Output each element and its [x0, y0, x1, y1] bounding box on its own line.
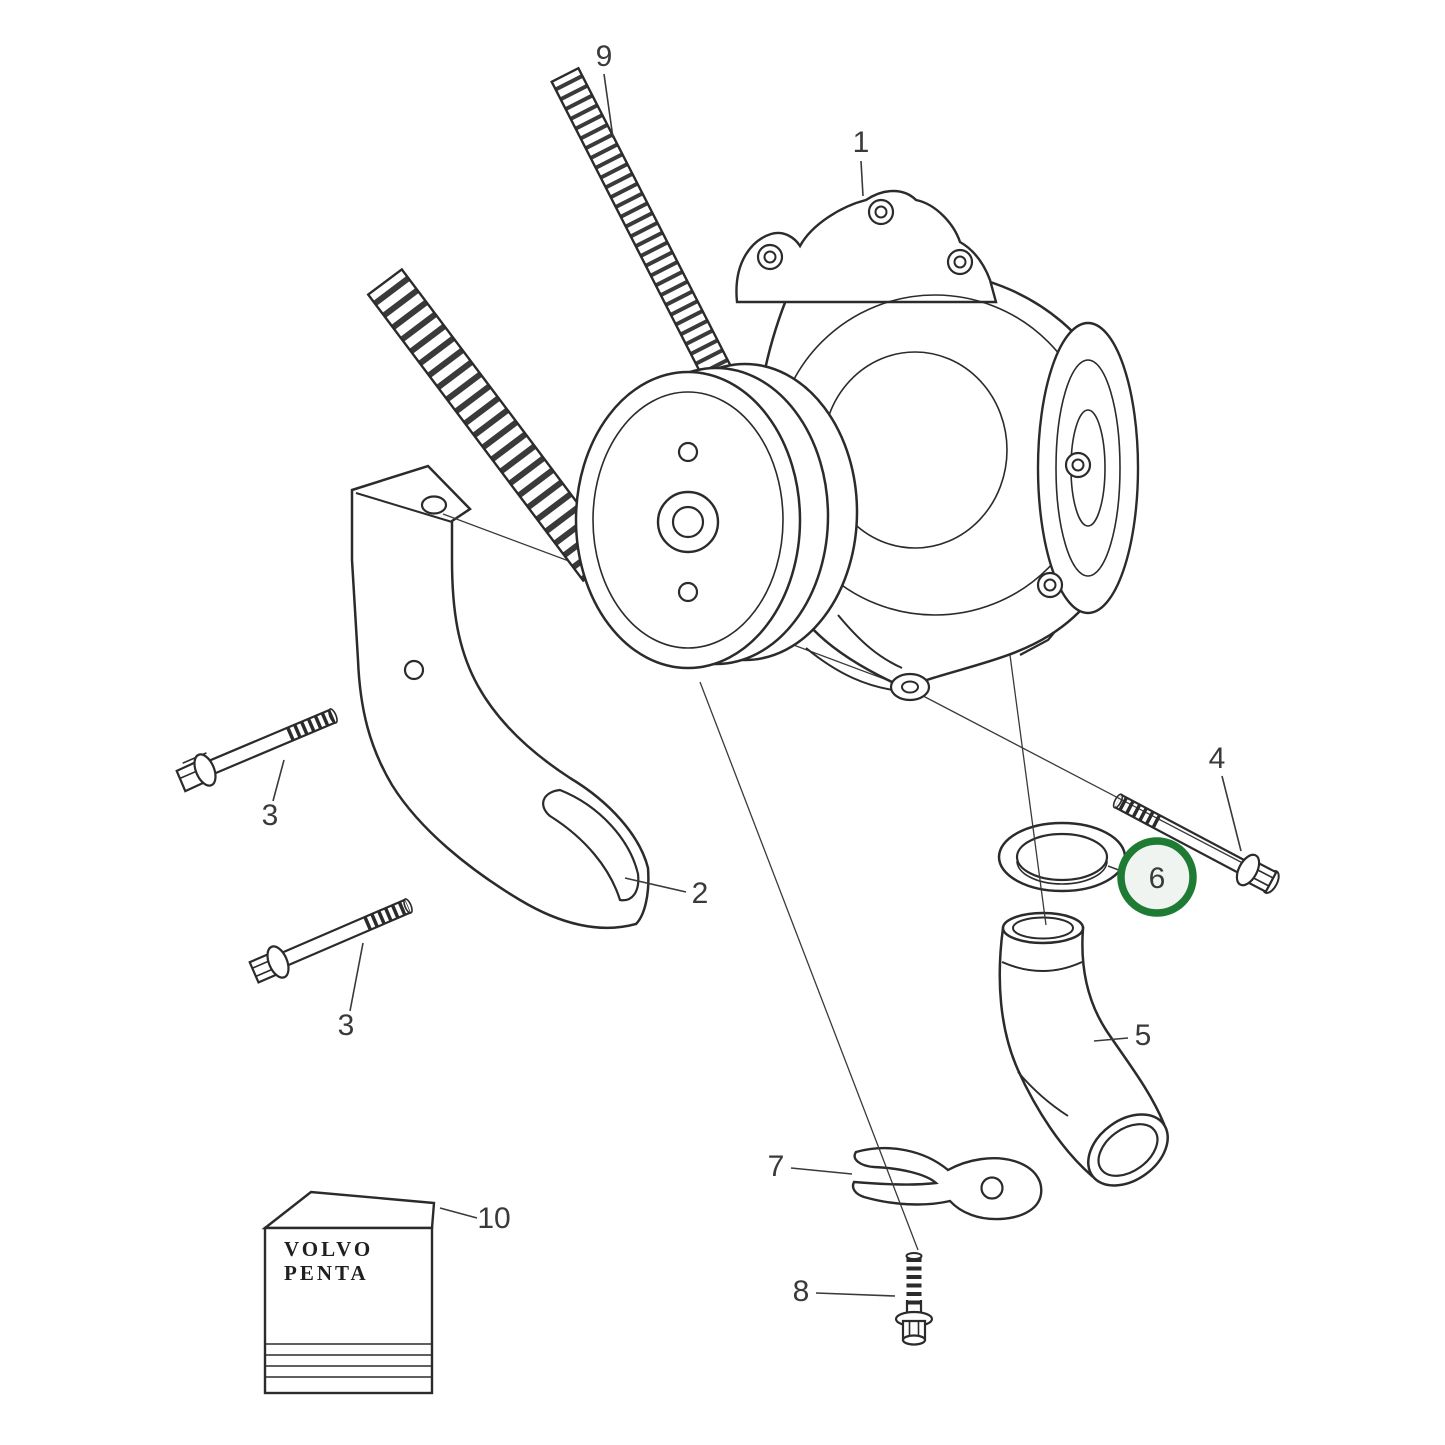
bolt-threads — [363, 899, 411, 931]
pump-mounting-flange — [735, 189, 998, 304]
water-pump-part — [735, 189, 1140, 702]
fork-clamp-outline — [851, 1146, 1043, 1221]
kit-box-part: VOLVO PENTA — [261, 1190, 436, 1395]
axis-line-pump-to-bolt4 — [905, 686, 1257, 871]
pump-side-bolt-hole-inner — [1043, 578, 1057, 592]
leader-lines — [272, 73, 1242, 1297]
axis-line-outlet-to-hose — [1009, 654, 1047, 926]
flange-bolt-hole-inner — [874, 205, 888, 219]
box-brand-line2: PENTA — [284, 1261, 369, 1285]
bolt-part-8 — [894, 1252, 934, 1346]
leader-line-4 — [1221, 775, 1242, 852]
part-callout-4[interactable]: 4 — [1209, 742, 1226, 775]
part-callout-2[interactable]: 2 — [692, 877, 709, 910]
sealing-ring-part — [997, 821, 1127, 893]
box-brand-line1: VOLVO — [284, 1237, 373, 1261]
bracket-fold-line — [355, 492, 453, 523]
hose-inlet-bore — [1012, 916, 1074, 940]
leader-line-1 — [860, 160, 864, 197]
hose-outlet-bore — [1097, 1123, 1159, 1177]
bracket-face-hole — [403, 659, 425, 681]
pump-pulley — [574, 362, 859, 670]
bracket-slot — [542, 788, 640, 902]
part-callout-9[interactable]: 9 — [596, 40, 613, 73]
bolt-tip — [403, 898, 413, 914]
part-callout-5[interactable]: 5 — [1135, 1019, 1152, 1052]
fork-clamp-hole — [980, 1176, 1004, 1200]
leader-line-3-lower — [349, 942, 364, 1012]
bolt-flange-washer — [193, 753, 217, 787]
bolt-threads — [286, 709, 336, 742]
fork-clamp-part — [851, 1146, 1043, 1221]
part-callout-7[interactable]: 7 — [768, 1150, 785, 1183]
pump-mount-boss-hole — [901, 680, 919, 694]
highlighted-callout-6[interactable]: 6 — [1117, 837, 1197, 917]
seal-ring-inner — [1015, 832, 1109, 882]
pulley-bolt-hole-top — [677, 441, 699, 463]
leader-line-2 — [624, 877, 687, 893]
leader-line-10 — [439, 1207, 478, 1219]
seal-ring-depth-arc — [1016, 860, 1108, 885]
pump-side-bolt-hole-inner — [1071, 458, 1085, 472]
highlight-ring[interactable] — [1117, 837, 1197, 917]
axis-line-pump-to-bolt8 — [699, 681, 919, 1251]
leader-line-5 — [1093, 1037, 1129, 1042]
box-stripes — [266, 1343, 431, 1378]
bolt-part-3-lower — [248, 898, 413, 984]
leader-line-9 — [603, 73, 614, 139]
bracket-part — [350, 464, 650, 930]
pulley-shaft-hole — [671, 505, 705, 539]
flange-bolt-hole-inner — [953, 255, 967, 269]
part-callout-3-upper[interactable]: 3 — [262, 799, 279, 832]
hose-collar-line — [1001, 961, 1083, 972]
hose-elbow-part — [998, 911, 1169, 1187]
part-callout-8[interactable]: 8 — [793, 1275, 810, 1308]
leader-line-3-upper — [272, 759, 285, 802]
leader-line-7 — [790, 1167, 853, 1175]
bolt-part-3-upper — [175, 708, 338, 793]
box-top-face — [261, 1190, 436, 1230]
bolt-tip — [905, 1252, 923, 1260]
belt-right-run — [550, 66, 738, 391]
part-callout-6[interactable]: 6 — [1149, 862, 1166, 895]
bolt-flange-washer — [1235, 853, 1261, 887]
bolt-flange-washer — [266, 945, 290, 979]
pulley-face-ring — [592, 391, 784, 649]
hose-bend-line — [1017, 1071, 1069, 1117]
leader-line-8 — [815, 1292, 896, 1297]
flange-bolt-hole-inner — [763, 250, 777, 264]
part-callout-1[interactable]: 1 — [853, 126, 870, 159]
bolt-shaft — [1114, 793, 1247, 875]
pump-cylinder-step — [1055, 359, 1121, 577]
bolt-part-4 — [1112, 793, 1280, 894]
pulley-bolt-hole-bottom — [677, 581, 699, 603]
bolt-head-cap — [901, 1334, 927, 1346]
pump-arm-upper-edge — [837, 614, 903, 669]
bolt-tip — [1112, 793, 1124, 809]
part-callouts: 9 1 2 3 3 4 5 7 8 10 — [262, 40, 1226, 1308]
bracket-top-hole — [420, 495, 448, 515]
pump-arm-lower-edge — [805, 647, 894, 691]
part-callout-10[interactable]: 10 — [477, 1202, 510, 1235]
part-callout-3-lower[interactable]: 3 — [338, 1009, 355, 1042]
bolt-shaft — [280, 898, 412, 968]
bolt-threads — [1114, 794, 1162, 829]
bolt-tip — [328, 708, 338, 724]
